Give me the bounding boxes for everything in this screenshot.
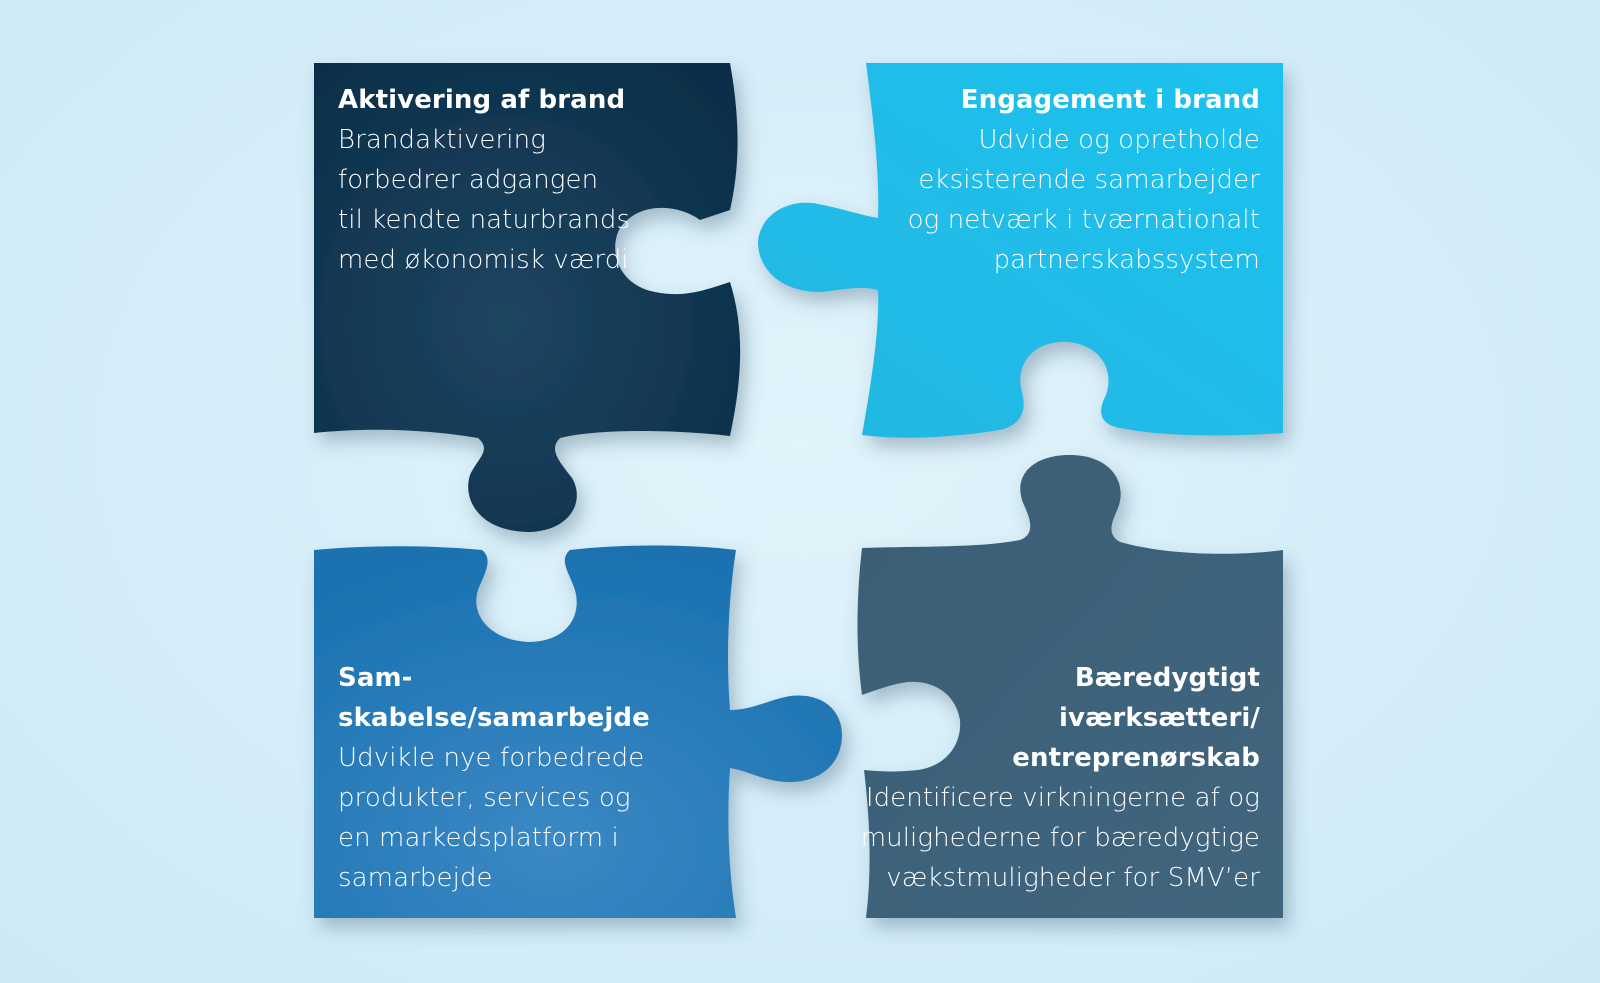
puzzle-piece-top-right xyxy=(758,63,1283,438)
piece-body-engagement: Udvide og opretholde eksisterende samarb… xyxy=(907,125,1260,275)
puzzle-piece-bottom-right xyxy=(857,455,1283,918)
puzzle-piece-top-left xyxy=(314,63,741,532)
piece-text-top-right: Engagement i brand Udvide og opretholde … xyxy=(860,80,1260,280)
puzzle-piece-bottom-left xyxy=(314,545,842,918)
piece-title-engagement: Engagement i brand xyxy=(960,85,1260,115)
piece-body-co-creation: Udvikle nye forbedrede produkter, servic… xyxy=(338,743,645,893)
piece-title-entrepreneurship: Bæredygtigt iværksætteri/ entreprenørska… xyxy=(1012,663,1260,773)
piece-text-bottom-right: Bæredygtigt iværksætteri/ entreprenørska… xyxy=(840,658,1260,898)
piece-body-activation: Brandaktivering forbedrer adgangen til k… xyxy=(338,125,631,275)
piece-title-co-creation: Sam-skabelse/samarbejde xyxy=(338,663,650,733)
piece-text-bottom-left: Sam-skabelse/samarbejde Udvikle nye forb… xyxy=(338,658,718,898)
piece-body-entrepreneurship: Identificere virkningerne af og mulighed… xyxy=(860,783,1260,893)
piece-title-activation: Aktivering af brand xyxy=(338,85,626,115)
piece-text-top-left: Aktivering af brand Brandaktivering forb… xyxy=(338,80,668,280)
